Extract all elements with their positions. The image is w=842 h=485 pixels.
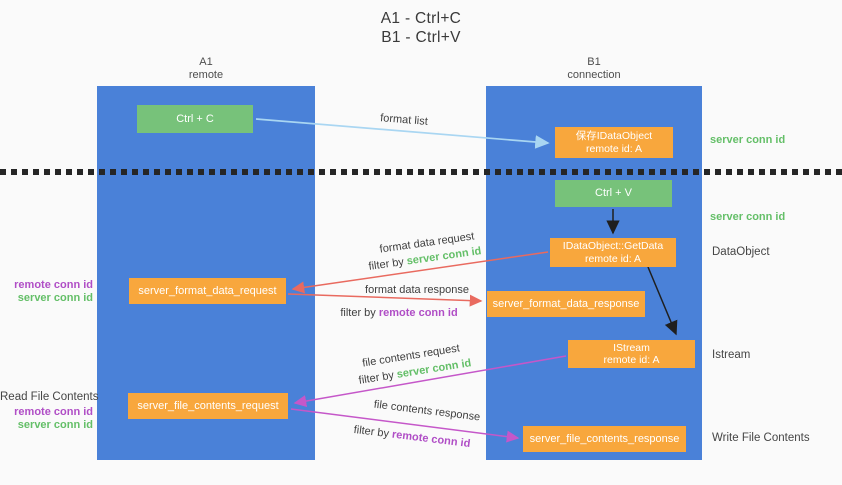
section-divider-dotted-line xyxy=(0,169,842,175)
server-conn-id-annotation-2: server conn id xyxy=(17,419,93,431)
server-format-data-response-node: server_format_data_response xyxy=(487,291,645,317)
file-contents-response-arrow xyxy=(290,408,520,443)
remote-conn-id-highlight: remote conn id xyxy=(378,307,458,319)
remote-conn-id-annotation-2: remote conn id xyxy=(14,406,93,418)
server-format-data-response-label: server_format_data_response xyxy=(492,297,640,310)
file-contents-request-arrow xyxy=(293,355,567,407)
left-conn-id-block-2: remote conn id server conn id xyxy=(0,406,93,432)
ctrl-c-label: Ctrl + C xyxy=(176,112,214,125)
filter-by-remote-conn-id-label-1: filter by remote conn id xyxy=(340,307,457,319)
server-conn-id-annotation-1: server conn id xyxy=(17,292,93,304)
format-data-response-arrow xyxy=(287,293,483,307)
dataobject-annotation: DataObject xyxy=(712,246,770,258)
format-data-response-label: format data response xyxy=(365,284,469,296)
write-file-contents-annotation: Write File Contents xyxy=(712,432,810,444)
server-format-data-request-label: server_format_data_request xyxy=(138,284,277,297)
istream-annotation: Istream xyxy=(712,349,751,361)
column-a-subtitle: remote xyxy=(188,69,224,81)
save-idataobject-line1: 保存IDataObject xyxy=(575,130,653,142)
left-conn-id-block-1: remote conn id server conn id xyxy=(0,279,93,305)
server-file-contents-request-node: server_file_contents_request xyxy=(128,393,288,419)
format-list-arrow xyxy=(255,118,550,149)
server-format-data-request-node: server_format_data_request xyxy=(129,278,286,304)
read-file-contents-annotation: Read File Contents xyxy=(0,391,99,403)
server-conn-id-annotation-top: server conn id xyxy=(710,134,786,146)
server-file-contents-response-node: server_file_contents_response xyxy=(523,426,686,452)
column-a-id: A1 xyxy=(199,56,213,68)
title-line-1: A1 - Ctrl+C xyxy=(380,10,462,27)
format-data-request-arrow xyxy=(291,251,549,294)
server-file-contents-response-label: server_file_contents_response xyxy=(529,432,680,445)
istream-line1: IStream xyxy=(613,341,650,354)
save-idataobject-line2: remote id: A xyxy=(585,142,643,155)
column-b-id: B1 xyxy=(587,56,601,68)
getdata-line1: IDataObject::GetData xyxy=(562,240,664,252)
getdata-to-istream-arrow xyxy=(647,266,678,336)
remote-conn-id-annotation-1: remote conn id xyxy=(14,279,93,291)
ctrl-c-node: Ctrl + C xyxy=(137,105,253,133)
save-idataobject-node: 保存IDataObject remote id: A xyxy=(555,127,673,158)
diagram-title: A1 - Ctrl+C B1 - Ctrl+V xyxy=(0,9,842,47)
getdata-line2: remote id: A xyxy=(584,252,642,265)
title-line-2: B1 - Ctrl+V xyxy=(381,29,461,46)
ctrl-v-node: Ctrl + V xyxy=(555,180,672,207)
column-a-header: A1 remote xyxy=(97,56,315,82)
server-conn-id-annotation-mid: server conn id xyxy=(710,211,786,223)
istream-line2: remote id: A xyxy=(603,354,660,366)
column-b-subtitle: connection xyxy=(567,69,621,81)
idataobject-getdata-node: IDataObject::GetData remote id: A xyxy=(550,238,676,267)
ctrl-v-label: Ctrl + V xyxy=(595,187,632,199)
column-b-header: B1 connection xyxy=(486,56,702,82)
istream-node: IStream remote id: A xyxy=(568,340,695,368)
filter-by-prefix: filter by xyxy=(340,307,379,319)
server-file-contents-request-label: server_file_contents_request xyxy=(137,399,279,412)
